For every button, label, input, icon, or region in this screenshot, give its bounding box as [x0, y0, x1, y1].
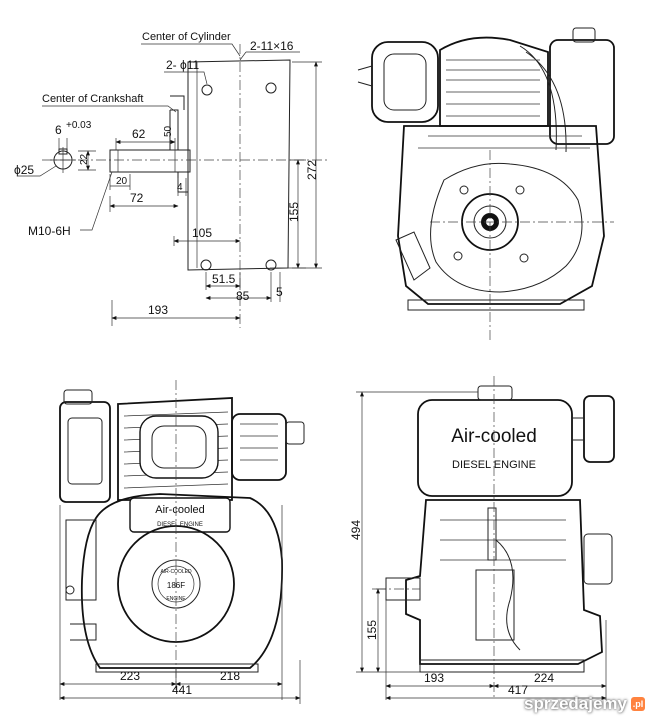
front-view-engine: Air-cooled DIESEL ENGINE AIR-COOLED 186F… — [59, 380, 305, 704]
side-view-engine: Air-cooled DIESEL ENGINE 494 155 — [349, 376, 615, 700]
dim-105: 105 — [192, 226, 212, 240]
mounting-hole — [201, 84, 213, 96]
side-muffler — [583, 395, 615, 463]
air-cleaner — [371, 41, 439, 123]
key-width-dim: 6 — [55, 123, 62, 137]
cylinder-head — [439, 36, 549, 127]
dim-272-mount: 272 — [305, 160, 319, 180]
key-depth-dim: 22 — [79, 153, 90, 165]
front-fuel-tank — [59, 401, 111, 503]
front-brand-text: Air-cooled — [155, 504, 205, 516]
thread-spec-label: M10-6H — [28, 224, 71, 238]
fuel-cap — [572, 27, 596, 43]
dim-50: 50 — [163, 125, 174, 137]
side-subtitle-text: DIESEL ENGINE — [452, 459, 536, 471]
mounting-hole — [200, 259, 212, 271]
hole-dia-dim: 2- ϕ11 — [166, 58, 200, 72]
flywheel-housing — [430, 162, 583, 293]
shaft-dia-dim: ϕ25 — [14, 163, 34, 177]
dim-4: 4 — [177, 182, 183, 193]
fan-cover — [80, 493, 283, 669]
side-output-shaft — [385, 577, 421, 601]
key-tolerance-dim: +0.03 — [66, 120, 92, 131]
dim-218: 218 — [220, 669, 240, 683]
recoil-ring-top: AIR-COOLED — [160, 569, 192, 575]
front-label-plate — [129, 497, 231, 533]
dim-417: 417 — [508, 683, 528, 697]
watermark-text: sprzedajemy — [524, 694, 627, 713]
mounting-hole — [265, 82, 277, 94]
dim-155-side: 155 — [365, 620, 379, 640]
center-of-cylinder-label: Center of Cylinder — [142, 31, 231, 43]
front-cylinder-fins — [117, 397, 233, 501]
fuel-tank — [549, 39, 615, 145]
mounting-drawing: Center of Cylinder 2-11×16 2- ϕ11 Center… — [14, 31, 330, 328]
dim-193-mount: 193 — [148, 303, 168, 317]
center-of-crankshaft-label: Center of Crankshaft — [42, 93, 144, 105]
dim-155-mount: 155 — [287, 202, 301, 222]
watermark-badge: .pl — [631, 697, 645, 711]
dim-20: 20 — [116, 176, 128, 187]
dim-51-5: 51.5 — [212, 272, 236, 286]
head-cover — [139, 415, 219, 479]
mounting-hole — [265, 259, 277, 271]
crankshaft-stub — [109, 149, 191, 173]
slot-holes-dim: 2-11×16 — [250, 39, 294, 53]
side-fuel-tank — [417, 399, 573, 497]
dim-441: 441 — [172, 683, 192, 697]
dim-5: 5 — [276, 285, 283, 299]
dim-224: 224 — [534, 671, 554, 685]
muffler — [231, 413, 287, 481]
dim-62: 62 — [132, 127, 146, 141]
dim-85: 85 — [236, 289, 250, 303]
dim-494: 494 — [349, 520, 363, 540]
side-fuel-cap — [477, 385, 513, 401]
rear-view-engine — [357, 27, 615, 340]
dim-193-side: 193 — [424, 671, 444, 685]
side-engine-block — [405, 499, 603, 665]
injector — [487, 507, 497, 561]
front-subtitle-text: DIESEL ENGINE — [157, 522, 203, 528]
watermark-logo: sprzedajemy .pl — [524, 694, 645, 714]
dim-223: 223 — [120, 669, 140, 683]
crankcase — [397, 125, 605, 305]
dim-72: 72 — [130, 191, 144, 205]
